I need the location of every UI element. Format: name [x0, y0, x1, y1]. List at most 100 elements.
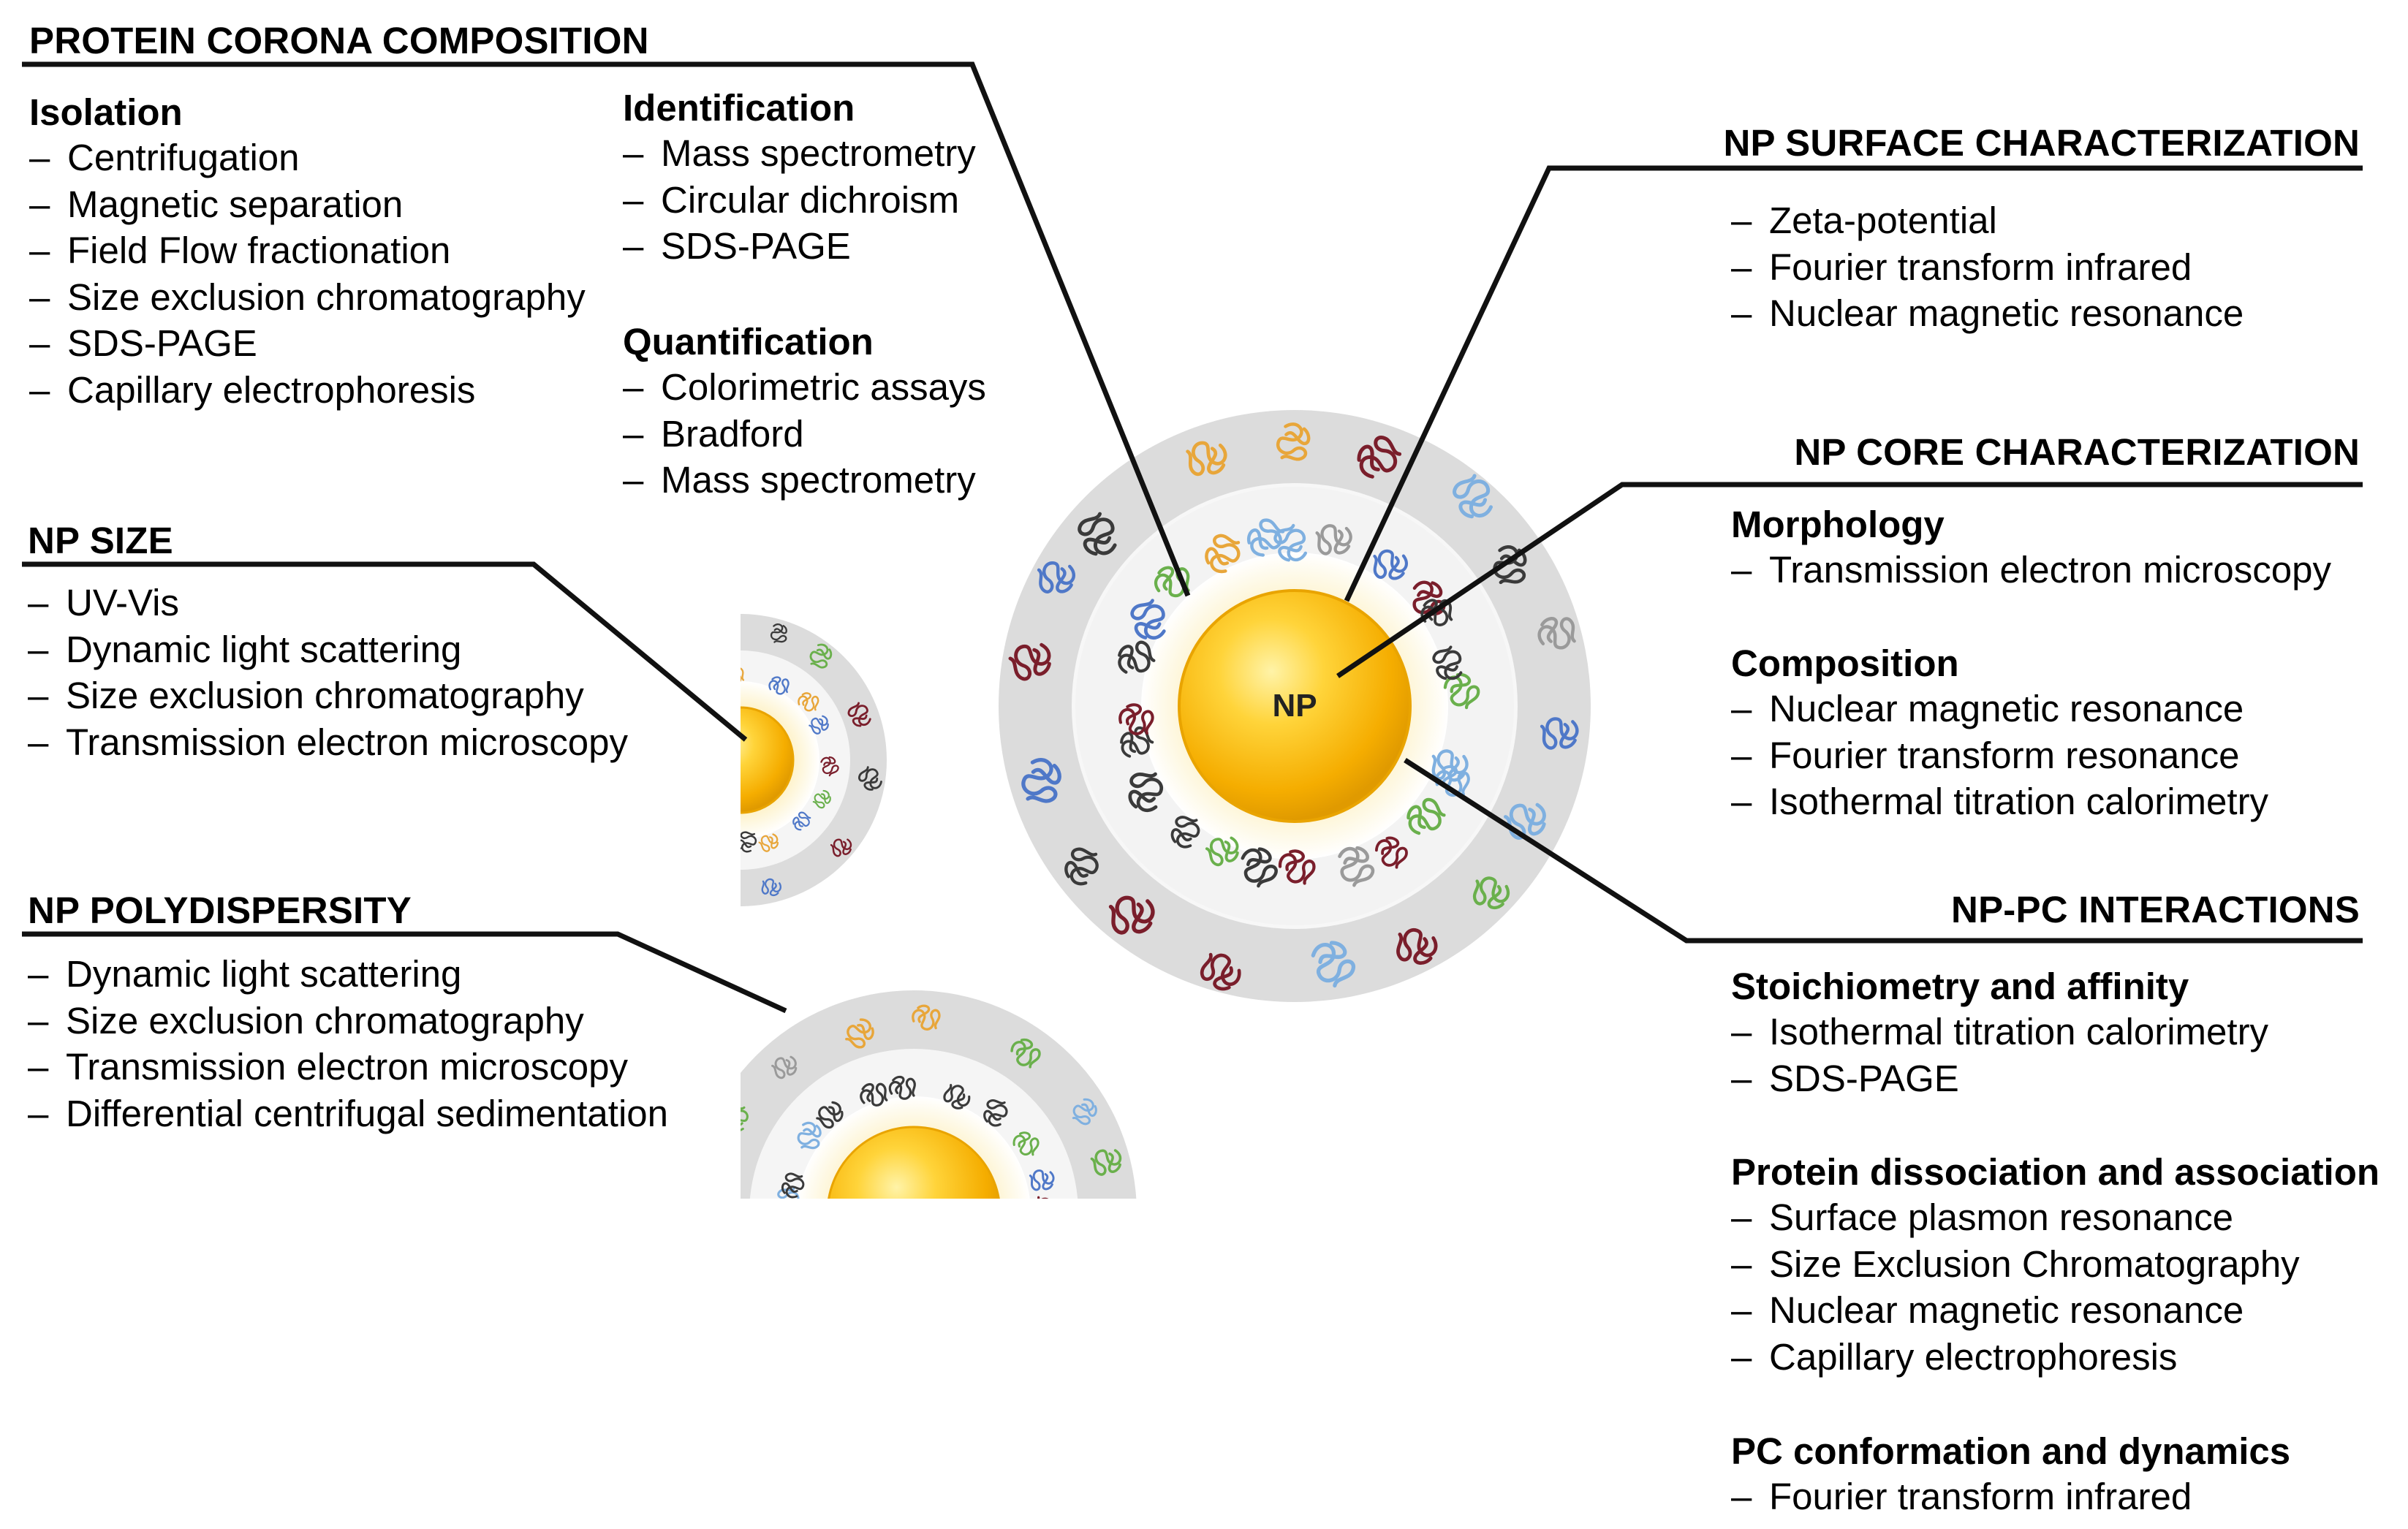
list-item: –Capillary electrophoresis — [29, 368, 476, 411]
protein-icon — [1432, 645, 1463, 680]
protein-icon — [1540, 717, 1579, 750]
protein-icon — [888, 1075, 916, 1100]
protein-icon — [1278, 849, 1316, 885]
connector-surface — [1344, 165, 2363, 602]
list-item: –Centrifugation — [29, 137, 300, 178]
protein-icon — [1276, 422, 1311, 461]
protein-icon — [629, 669, 651, 689]
list-item: –Nuclear magnetic resonance — [1731, 688, 2244, 729]
connector-polydispersity — [22, 931, 787, 1014]
protein-icon — [1118, 640, 1156, 674]
protein-icon — [912, 1004, 941, 1031]
protein-icon — [830, 838, 852, 857]
protein-icon — [798, 1269, 829, 1299]
list-item: –Bradford — [623, 412, 804, 455]
composition-group: Composition –Nuclear magnetic resonance … — [1731, 642, 2268, 825]
protein-icon — [1241, 847, 1278, 888]
protein-icon — [1099, 1219, 1129, 1249]
composition-title: Composition — [1731, 642, 1959, 684]
surface-section-title: NP SURFACE CHARACTERIZATION — [1723, 122, 2360, 164]
list-item: –Isothermal titration calorimetry — [1731, 781, 2269, 822]
identification-title: Identification — [623, 87, 855, 129]
dissociation-list: –Surface plasmon resonance –Size Exclusi… — [1731, 1194, 2379, 1380]
nanoparticle-core — [1178, 589, 1412, 823]
protein-icon — [1472, 876, 1510, 910]
protein-icon — [676, 624, 706, 654]
morphology-list: –Transmission electron microscopy — [1731, 547, 2331, 593]
protein-icon — [1396, 927, 1438, 965]
list-item: –Dynamic light scattering — [28, 628, 462, 670]
list-item: –Transmission electron microscopy — [1731, 549, 2332, 591]
protein-icon — [947, 1319, 976, 1349]
protein-icon — [1064, 847, 1099, 886]
list-item: –Nuclear magnetic resonance — [1731, 1289, 2244, 1331]
list-item: –SDS-PAGE — [29, 322, 257, 364]
conformation-title: PC conformation and dynamics — [1731, 1430, 2291, 1472]
stoichiometry-title: Stoichiometry and affinity — [1731, 965, 2189, 1007]
protein-icon — [1029, 1169, 1055, 1191]
protein-icon — [809, 715, 829, 735]
protein-icon — [797, 1121, 822, 1150]
nanoparticle-label: NP — [1272, 688, 1317, 724]
conformation-group: PC conformation and dynamics –Fourier tr… — [1731, 1430, 2290, 1520]
list-item: –Size exclusion chromatography — [28, 999, 584, 1042]
protein-icon — [1537, 617, 1576, 650]
quantification-list: –Colorimetric assays –Bradford –Mass spe… — [623, 364, 986, 504]
protein-icon — [1373, 549, 1408, 580]
protein-icon — [802, 1368, 830, 1393]
polydispersity-section: NP POLYDISPERSITY –Dynamic light scatter… — [28, 890, 668, 1137]
protein-icon — [1130, 599, 1166, 640]
protein-icon — [1406, 797, 1446, 835]
protein-icon — [1315, 524, 1352, 555]
protein-icon — [758, 833, 779, 852]
connector-size — [22, 561, 748, 742]
list-item: –SDS-PAGE — [1731, 1057, 1959, 1099]
protein-icon — [741, 831, 757, 853]
list-item: –Mass spectrometry — [623, 132, 976, 174]
list-item: –Field Flow fractionation — [29, 229, 451, 271]
isolation-group: Isolation –Centrifugation –Magnetic sepa… — [29, 91, 586, 413]
protein-icon — [817, 1291, 845, 1317]
nanoparticle-main: NP — [999, 410, 1591, 1002]
protein-icon — [728, 1304, 760, 1334]
protein-icon — [768, 676, 790, 695]
conformation-list: –Fourier transform infrared — [1731, 1473, 2290, 1520]
protein-icon — [928, 1386, 959, 1417]
protein-icon — [1375, 836, 1408, 869]
list-item: –Size exclusion chromatography — [29, 276, 586, 318]
protein-icon — [812, 789, 831, 809]
protein-icon — [860, 1082, 888, 1107]
protein-icon — [1090, 1149, 1122, 1176]
list-item: –Surface plasmon resonance — [1731, 1196, 2234, 1238]
list-item: –Circular dichroism — [623, 178, 960, 221]
protein-icon — [798, 692, 819, 712]
list-item: –UV-Vis — [28, 582, 179, 623]
protein-cluster-polydispersity — [705, 1004, 1129, 1417]
protein-icon — [967, 1312, 994, 1337]
list-item: –Mass spectrometry — [623, 459, 976, 501]
list-item: –SDS-PAGE — [623, 225, 851, 267]
protein-icon — [705, 1256, 739, 1289]
protein-icon — [1338, 846, 1375, 887]
corona-section-title-block: PROTEIN CORONA COMPOSITION — [29, 20, 649, 61]
protein-icon — [648, 752, 666, 768]
surface-list-block: –Zeta-potential –Fourier transform infra… — [1731, 197, 2244, 337]
polydispersity-list: –Dynamic light scattering –Size exclusio… — [28, 951, 668, 1137]
dissociation-group: Protein dissociation and association –Su… — [1731, 1150, 2379, 1380]
protein-icon — [1186, 441, 1227, 477]
protein-icon — [860, 1316, 885, 1342]
protein-icon — [782, 1235, 811, 1266]
protein-icon — [1443, 672, 1480, 710]
protein-icon — [1012, 1131, 1040, 1156]
protein-icon — [1118, 703, 1154, 735]
protein-icon — [1019, 1242, 1045, 1267]
protein-icon — [1504, 803, 1546, 840]
protein-icon — [1008, 642, 1051, 681]
protein-icon — [1200, 952, 1241, 991]
protein-icon — [741, 667, 745, 684]
protein-icon — [649, 853, 676, 879]
isolation-list: –Centrifugation –Magnetic separation –Fi… — [29, 134, 586, 413]
size-list: –UV-Vis –Dynamic light scattering –Size … — [28, 580, 628, 765]
list-item: –Size Exclusion Chromatography — [1731, 1242, 2300, 1285]
